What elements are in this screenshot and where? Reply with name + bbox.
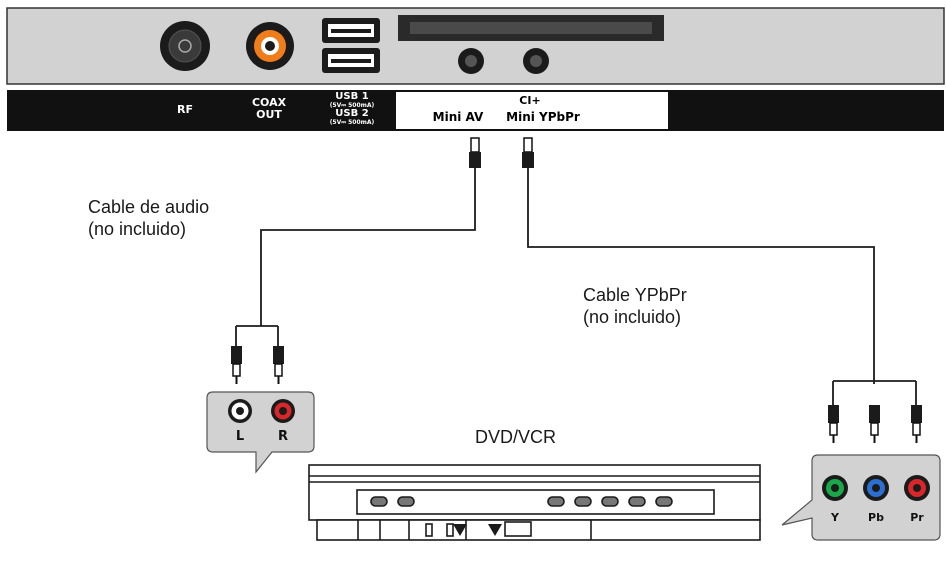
- component-rca-plug-y: [828, 405, 839, 443]
- rf-label: RF: [177, 103, 193, 116]
- mini-ypbpr-jack: [523, 48, 549, 74]
- component-jack-callout: [781, 454, 941, 541]
- mini-av-label: Mini AV: [432, 110, 484, 124]
- mini-ypbpr-plug: [522, 137, 534, 168]
- ypbpr-cable-label: Cable YPbPr (no incluido): [583, 284, 687, 328]
- ypbpr-cable-label-line1: Cable YPbPr: [583, 285, 687, 305]
- indicator-arrow: [453, 524, 467, 536]
- usb2-label: USB 2: [335, 108, 369, 119]
- dvd-vcr-device: [308, 464, 761, 541]
- usb-ports: [322, 18, 380, 73]
- audio-rca-plug-left: [231, 346, 242, 384]
- audio-jack-right-label: R: [277, 429, 288, 444]
- usb1-label: USB 1: [335, 91, 369, 102]
- tv-rear-panel: [6, 7, 945, 131]
- coax-connector: [246, 22, 294, 70]
- mini-ypbpr-label: Mini YPbPr: [506, 110, 580, 124]
- rf-connector: [160, 21, 210, 71]
- component-rca-plug-pb: [869, 405, 880, 443]
- component-jack-y-label: Y: [831, 511, 839, 524]
- coax-label-line1: COAX: [251, 96, 287, 109]
- device-front-panel: [356, 489, 715, 515]
- device-name-label: DVD/VCR: [475, 427, 557, 447]
- audio-cable-label-line2: (no incluido): [88, 219, 187, 239]
- audio-jack-callout: [206, 391, 315, 474]
- usb2-spec: (5V⎓ 500mA): [329, 119, 375, 126]
- audio-rca-plug-right: [273, 346, 284, 384]
- audio-cable: [235, 168, 476, 348]
- component-jack-pr-label: Pr: [910, 511, 924, 524]
- ci-slot: [398, 15, 664, 41]
- usb1-spec: (5V⎓ 500mA): [329, 102, 375, 109]
- mini-av-jack: [458, 48, 484, 74]
- audio-cable-label-line1: Cable de audio: [88, 197, 210, 217]
- usb-labels: USB 1 (5V⎓ 500mA) USB 2 (5V⎓ 500mA): [316, 91, 388, 127]
- coax-label: COAX OUT: [241, 97, 297, 121]
- panel-label-highlight: [396, 92, 668, 129]
- ci-label: CI+: [519, 94, 541, 107]
- indicator-arrow: [488, 524, 502, 536]
- device-indicators: [453, 524, 502, 536]
- audio-jack-left-label: L: [235, 429, 245, 444]
- ypbpr-cable: [527, 168, 917, 408]
- component-rca-plug-pr: [911, 405, 922, 443]
- component-jack-pb-label: Pb: [868, 511, 884, 524]
- mini-av-plug: [469, 137, 481, 168]
- ypbpr-cable-label-line2: (no incluido): [583, 307, 682, 327]
- coax-label-line2: OUT: [256, 108, 282, 121]
- audio-cable-label: Cable de audio (no incluido): [88, 196, 209, 240]
